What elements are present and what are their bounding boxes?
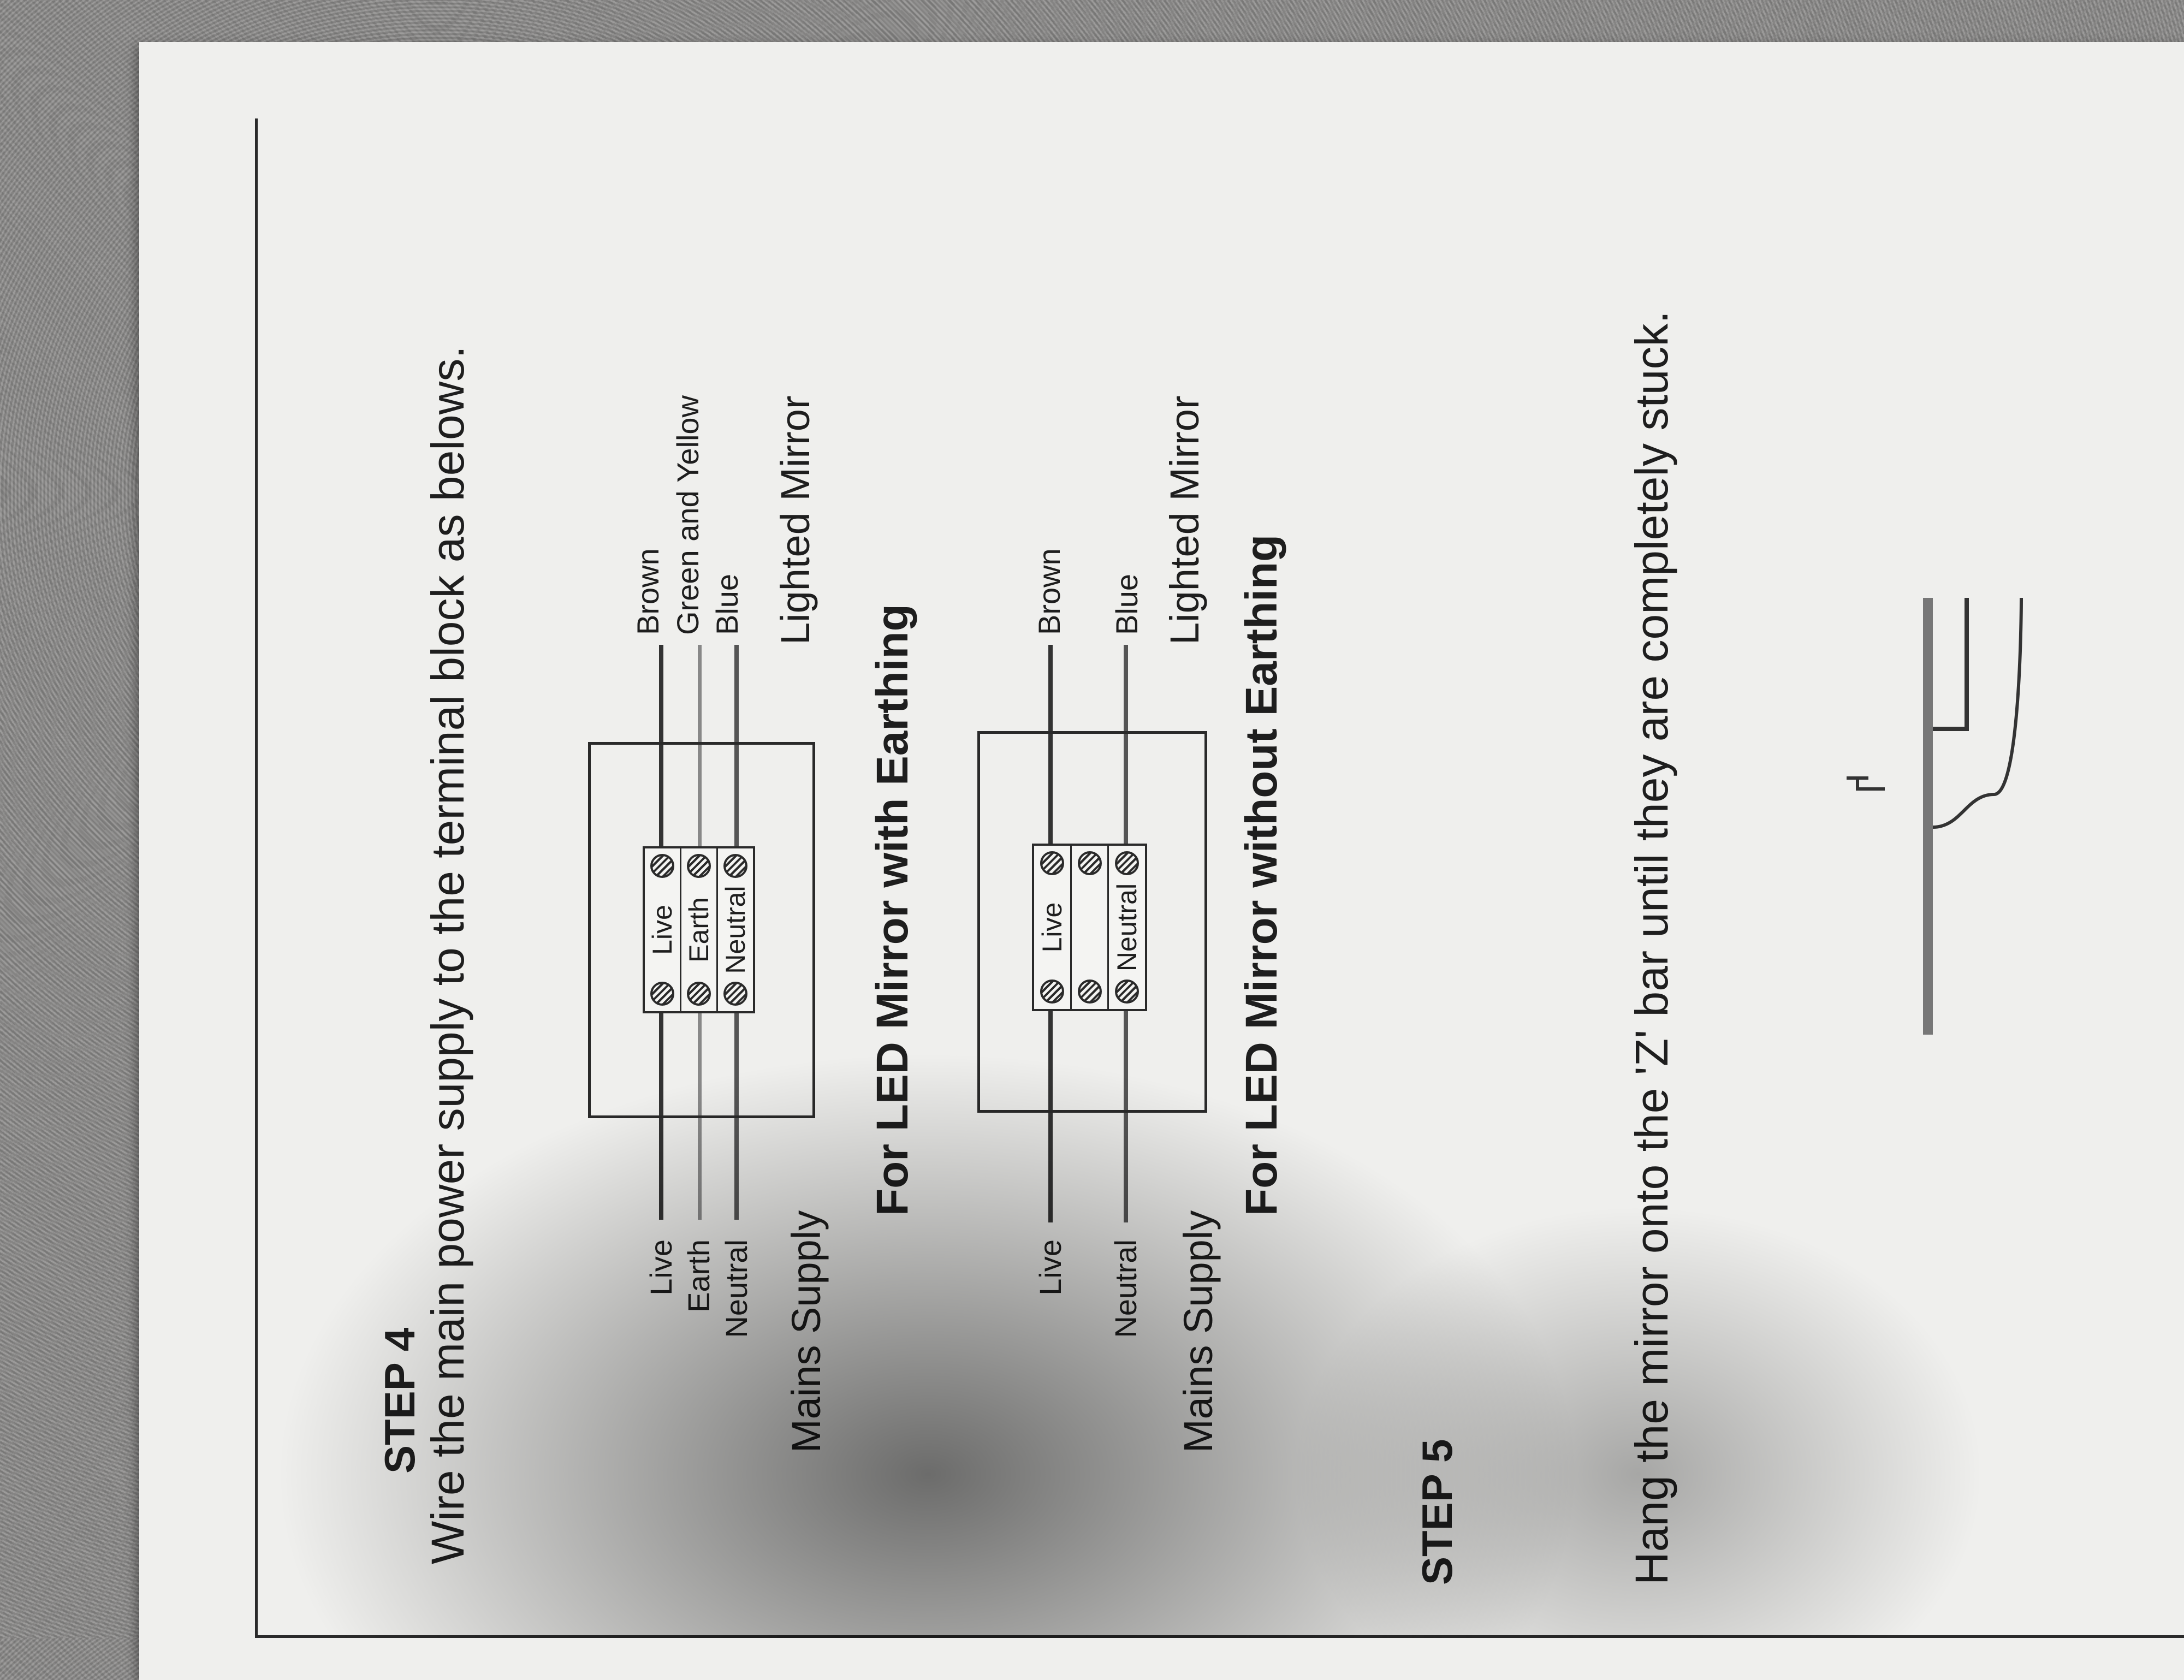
mains-supply-label: Mains Supply bbox=[1176, 1210, 1221, 1453]
step4-instruction: Wire the main power supply to the termin… bbox=[422, 346, 473, 1564]
terminal-earth: Earth bbox=[681, 848, 718, 1011]
screw-icon bbox=[1077, 979, 1102, 1004]
supply-label-neutral: Neutral bbox=[1108, 1239, 1143, 1338]
lighted-mirror-label: Lighted Mirror bbox=[773, 395, 818, 645]
step5-heading: STEP 5 bbox=[1413, 1439, 1461, 1585]
installation-page: STEP 4 Wire the main power supply to the… bbox=[255, 118, 2184, 1638]
screw-icon bbox=[1115, 979, 1140, 1004]
screw-icon bbox=[723, 982, 747, 1006]
terminal-label: Live bbox=[647, 905, 678, 955]
screw-icon bbox=[1077, 851, 1102, 875]
terminal-neutral: Neutral bbox=[718, 848, 753, 1011]
diagram-caption: For LED Mirror with Earthing bbox=[868, 604, 917, 1216]
supply-label-earth: Earth bbox=[681, 1239, 716, 1313]
terminal-block: Live Earth Neutral bbox=[643, 846, 755, 1013]
terminal-label: Neutral bbox=[1112, 883, 1143, 972]
supply-label-neutral: Neutral bbox=[719, 1239, 753, 1338]
terminal-neutral: Neutral bbox=[1109, 846, 1145, 1009]
z-bar-illustration bbox=[1847, 598, 2023, 1035]
supply-label-live: Live bbox=[644, 1239, 678, 1296]
wire-color-blue: Blue bbox=[1109, 573, 1144, 635]
mirror-edge bbox=[1933, 598, 1969, 731]
wire-color-brown: Brown bbox=[1032, 548, 1066, 635]
wall-section bbox=[1923, 598, 1933, 1035]
mains-supply-label: Mains Supply bbox=[784, 1210, 829, 1453]
supply-label-live: Live bbox=[1033, 1239, 1067, 1296]
wire-color-blue: Blue bbox=[710, 573, 744, 635]
screw-icon bbox=[650, 854, 674, 878]
wire-color-green-yellow: Green and Yellow bbox=[670, 395, 705, 635]
screw-icon bbox=[650, 982, 674, 1006]
screw-icon bbox=[687, 982, 711, 1006]
screw-icon bbox=[1115, 851, 1140, 875]
terminal-empty bbox=[1071, 846, 1109, 1009]
screw-icon bbox=[1040, 979, 1064, 1004]
step5-instruction: Hang the mirror onto the 'Z' bar until t… bbox=[1626, 311, 1677, 1585]
wire-color-brown: Brown bbox=[631, 548, 665, 635]
screw-icon bbox=[1040, 851, 1064, 876]
terminal-live: Live bbox=[1034, 846, 1072, 1009]
mirror-bracket bbox=[1932, 598, 2023, 829]
screw-icon bbox=[723, 854, 747, 878]
z-bar-arrow bbox=[1847, 776, 1885, 791]
step4-heading: STEP 4 bbox=[376, 1327, 424, 1474]
diagram-caption: For LED Mirror without Earthing bbox=[1237, 534, 1286, 1216]
terminal-label: Neutral bbox=[720, 886, 751, 974]
screw-icon bbox=[687, 854, 711, 878]
terminal-block: Live Neutral bbox=[1032, 844, 1147, 1011]
terminal-label: Live bbox=[1036, 902, 1067, 953]
terminal-label: Earth bbox=[684, 897, 714, 963]
terminal-live: Live bbox=[645, 848, 681, 1011]
lighted-mirror-label: Lighted Mirror bbox=[1162, 395, 1207, 645]
